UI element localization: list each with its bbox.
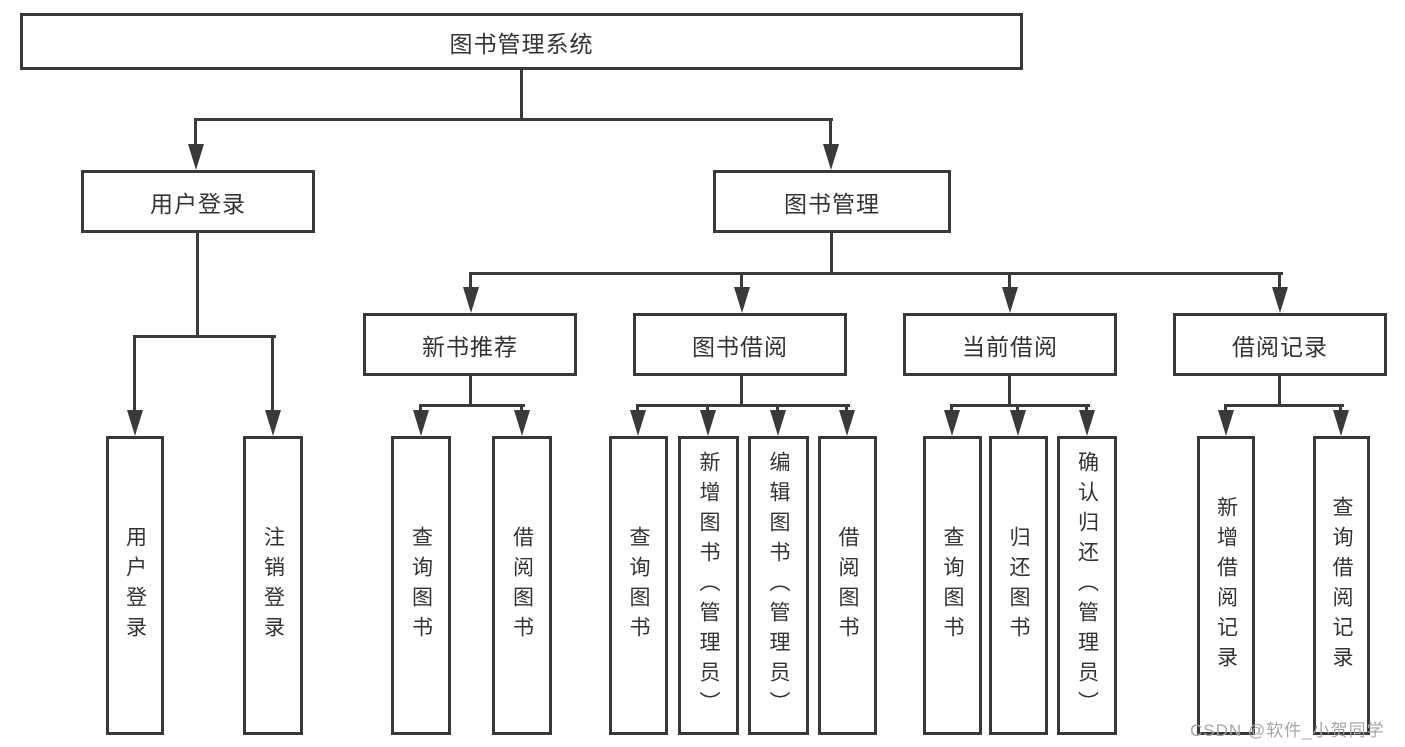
connector-stub [1278, 272, 1281, 291]
arrowhead-icon [188, 144, 204, 170]
leaf-add-book-admin: 新增图书（管理员） [678, 436, 739, 735]
arrowhead-icon [839, 410, 855, 436]
connector-root-trunk [520, 69, 523, 121]
connector-level1-rail [194, 118, 833, 121]
arrowhead-icon [700, 410, 716, 436]
connector-rail [419, 404, 525, 407]
connector-rail [636, 404, 850, 407]
connector-stub [740, 272, 743, 291]
leaf-query-borrow-record: 查询借阅记录 [1313, 436, 1370, 735]
leaf-label: 查询图书 [941, 525, 964, 646]
leaf-borrow-book: 借阅图书 [818, 436, 877, 735]
node-root-label: 图书管理系统 [449, 30, 594, 57]
leaf-add-borrow-record: 新增借阅记录 [1197, 436, 1255, 735]
leaf-label: 确认归还（管理员） [1075, 450, 1099, 721]
connector-stub [829, 118, 832, 148]
node-user-login: 用户登录 [81, 170, 315, 233]
leaf-label: 归还图书 [1007, 525, 1030, 646]
arrowhead-icon [127, 410, 143, 436]
connector-drop [469, 376, 472, 407]
connector-stub [469, 272, 472, 291]
arrowhead-icon [1218, 410, 1234, 436]
node-user-login-label: 用户登录 [150, 190, 246, 217]
connector-stub [194, 118, 197, 148]
connector-drop [740, 376, 743, 407]
connector-level2-rail [469, 272, 1283, 275]
node-current-borrow-label: 当前借阅 [962, 333, 1058, 360]
node-book-management-label: 图书管理 [784, 190, 880, 217]
connector-user-login-drop [196, 232, 199, 338]
leaf-confirm-return-admin: 确认归还（管理员） [1057, 436, 1117, 735]
arrowhead-icon [1272, 287, 1288, 313]
leaf-logout: 注销登录 [243, 436, 303, 735]
arrowhead-icon [514, 410, 530, 436]
leaf-label: 查询图书 [409, 525, 433, 646]
leaf-label: 借阅图书 [836, 525, 859, 646]
arrowhead-icon [1333, 410, 1349, 436]
leaf-borrow-query-book: 查询图书 [609, 436, 668, 735]
arrowhead-icon [463, 287, 479, 313]
connector-stub [133, 335, 136, 414]
csdn-watermark: CSDN @软件_小贺同学 [1190, 721, 1385, 740]
arrowhead-icon [1079, 410, 1095, 436]
connector-drop [1278, 376, 1281, 407]
connector-rail [1224, 404, 1344, 407]
leaf-label: 查询图书 [627, 525, 650, 646]
node-root-system: 图书管理系统 [20, 13, 1023, 70]
connector-book-management-drop [830, 232, 833, 275]
arrowhead-icon [630, 410, 646, 436]
node-borrow-record: 借阅记录 [1173, 313, 1387, 376]
node-new-book-recommend: 新书推荐 [363, 313, 577, 376]
arrowhead-icon [413, 410, 429, 436]
leaf-edit-book-admin: 编辑图书（管理员） [748, 436, 809, 735]
arrowhead-icon [823, 144, 839, 170]
node-book-borrow-label: 图书借阅 [692, 333, 788, 360]
leaf-recommend-query-book: 查询图书 [391, 436, 451, 735]
connector-rail [950, 404, 1090, 407]
arrowhead-icon [1010, 410, 1026, 436]
connector-drop [1008, 376, 1011, 407]
leaf-recommend-borrow-book: 借阅图书 [492, 436, 552, 735]
node-current-borrow: 当前借阅 [903, 313, 1117, 376]
leaf-label: 编辑图书（管理员） [767, 450, 790, 721]
leaf-label: 新增借阅记录 [1214, 495, 1238, 676]
connector-stub [271, 335, 274, 414]
arrowhead-icon [1002, 287, 1018, 313]
leaf-label: 借阅图书 [510, 525, 534, 646]
leaf-current-query-book: 查询图书 [923, 436, 982, 735]
node-borrow-record-label: 借阅记录 [1232, 333, 1328, 360]
connector-stub [1008, 272, 1011, 291]
node-new-book-recommend-label: 新书推荐 [422, 333, 518, 360]
arrowhead-icon [734, 287, 750, 313]
leaf-return-book: 归还图书 [989, 436, 1048, 735]
leaf-label: 注销登录 [261, 525, 285, 646]
arrowhead-icon [944, 410, 960, 436]
node-book-management: 图书管理 [713, 170, 951, 233]
leaf-label: 查询借阅记录 [1330, 495, 1353, 676]
leaf-label: 新增图书（管理员） [697, 450, 720, 721]
arrowhead-icon [770, 410, 786, 436]
node-book-borrow: 图书借阅 [633, 313, 847, 376]
leaf-label: 用户登录 [123, 525, 147, 646]
leaf-user-login: 用户登录 [106, 436, 164, 735]
connector-user-login-rail [133, 335, 276, 338]
arrowhead-icon [265, 410, 281, 436]
